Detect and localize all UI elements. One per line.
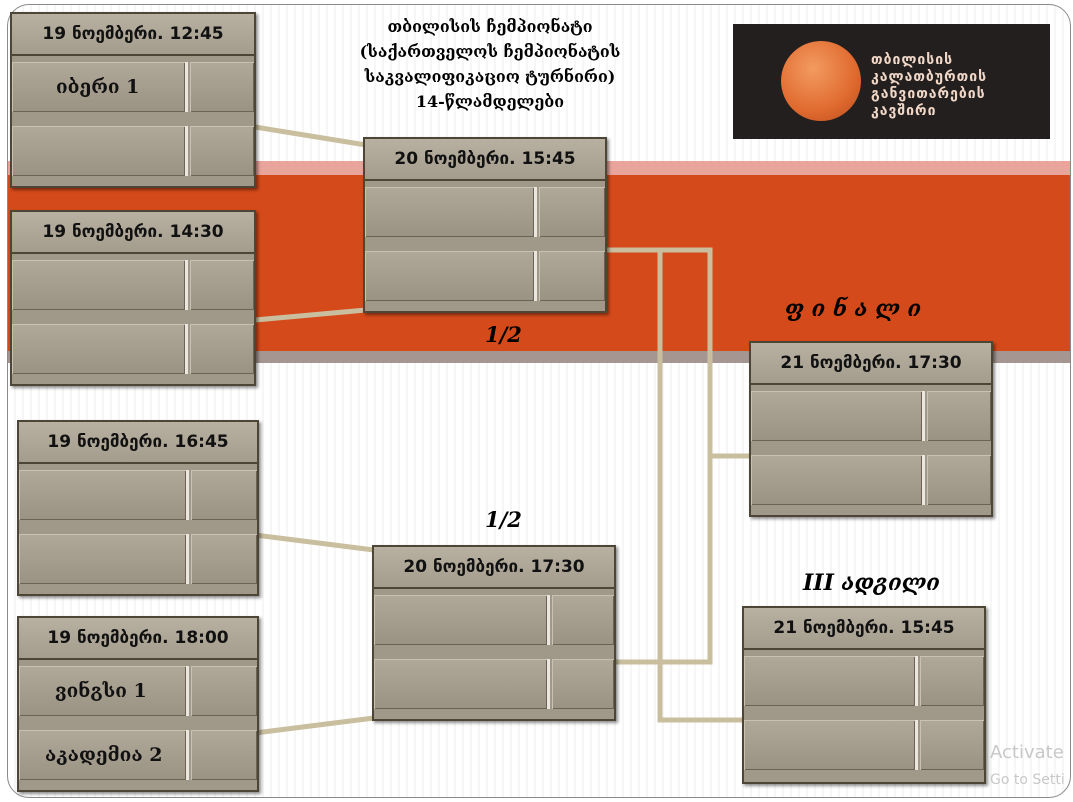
team-name	[12, 126, 188, 176]
team-score	[539, 251, 605, 301]
connector-m1-s1	[254, 124, 367, 148]
match-date: 19 ნოემბერი. 18:00	[19, 618, 257, 660]
title-line-4: 14-წლამდელები	[415, 92, 565, 111]
team-row	[744, 717, 984, 773]
match-box-m1: 19 ნოემბერი. 12:45 იბერი 1	[10, 12, 256, 188]
match-box-third: 21 ნოემბერი. 15:45	[742, 606, 986, 784]
team-score	[191, 470, 257, 520]
team-name: აკადემია 2	[19, 730, 189, 780]
team-score	[190, 126, 254, 176]
team-name	[374, 595, 550, 645]
title-line-1: თბილისის ჩემპიონატი	[387, 17, 593, 36]
logo-line-3: განვითარების	[871, 86, 986, 102]
connector-s2-final	[614, 456, 713, 665]
team-score	[190, 260, 254, 310]
team-name: იბერი 1	[12, 62, 188, 112]
team-name	[12, 260, 188, 310]
logo-line-1: თბილისის	[871, 52, 954, 68]
tournament-title: თბილისის ჩემპიონატი (საქართველოს ჩემპიონ…	[355, 14, 625, 114]
match-box-m4: 19 ნოემბერი. 18:00 ვინგსი 1 აკადემია 2	[17, 616, 259, 792]
team-row	[374, 656, 614, 712]
team-score	[191, 666, 257, 716]
team-score	[191, 730, 257, 780]
team-row	[365, 184, 605, 240]
team-row	[19, 467, 257, 523]
connector-m3-s2	[254, 532, 375, 553]
team-name	[365, 187, 537, 237]
team-name	[12, 324, 188, 374]
logo-text: თბილისის კალათბურთის განვითარების კავშირ…	[871, 52, 987, 120]
team-row	[12, 321, 254, 377]
match-box-m3: 19 ნოემბერი. 16:45	[17, 420, 259, 596]
team-name	[365, 251, 537, 301]
team-name	[744, 656, 918, 706]
final-label: ფ ი ნ ა ლ ი	[785, 296, 922, 322]
team-score	[190, 62, 254, 112]
team-row	[374, 592, 614, 648]
team-score	[190, 324, 254, 374]
team-row	[751, 452, 991, 508]
title-line-2: (საქართველოს ჩემპიონატის	[359, 42, 621, 61]
team-name	[744, 720, 918, 770]
team-row	[751, 388, 991, 444]
team-score	[539, 187, 605, 237]
team-name	[751, 455, 925, 505]
connector-m4-s2	[254, 715, 375, 736]
team-score	[920, 720, 984, 770]
match-date: 21 ნოემბერი. 15:45	[744, 608, 984, 650]
match-box-s1: 20 ნოემბერი. 15:45	[363, 137, 607, 313]
connector-s1-final	[606, 247, 752, 459]
team-name	[19, 534, 189, 584]
third-place-label: III ადგილი	[803, 570, 940, 596]
title-line-3: საკვალიფიკაციო ტურნირი)	[364, 67, 616, 86]
team-row	[365, 248, 605, 304]
team-score	[920, 656, 984, 706]
team-score	[191, 534, 257, 584]
team-score	[552, 595, 614, 645]
team-score	[927, 455, 991, 505]
team-row: აკადემია 2	[19, 727, 257, 783]
logo-line-2: კალათბურთის	[871, 69, 988, 85]
match-date: 19 ნოემბერი. 16:45	[19, 422, 257, 464]
logo-line-4: კავშირი	[871, 103, 937, 119]
activation-watermark-sub: Go to Setti	[990, 772, 1065, 788]
team-name	[19, 470, 189, 520]
match-box-m2: 19 ნოემბერი. 14:30	[10, 210, 256, 386]
match-box-final: 21 ნოემბერი. 17:30	[749, 341, 993, 517]
match-box-s2: 20 ნოემბერი. 17:30	[372, 545, 616, 721]
team-row	[12, 257, 254, 313]
activation-watermark: Activate	[990, 742, 1064, 763]
federation-logo: თბილისის კალათბურთის განვითარების კავშირ…	[733, 24, 1050, 139]
semifinal-label-1: 1/2	[485, 322, 522, 347]
match-date: 19 ნოემბერი. 12:45	[12, 14, 254, 56]
team-row	[12, 123, 254, 179]
semifinal-label-2: 1/2	[485, 507, 522, 532]
team-row	[744, 653, 984, 709]
team-score	[927, 391, 991, 441]
team-name	[374, 659, 550, 709]
team-row: ვინგსი 1	[19, 663, 257, 719]
match-date: 21 ნოემბერი. 17:30	[751, 343, 991, 385]
basketball-icon	[781, 41, 861, 121]
team-score	[552, 659, 614, 709]
connector-s1-third	[657, 250, 746, 723]
team-name: ვინგსი 1	[19, 666, 189, 716]
connector-m2-s1	[254, 307, 367, 323]
team-name	[751, 391, 925, 441]
team-row: იბერი 1	[12, 59, 254, 115]
match-date: 20 ნოემბერი. 17:30	[374, 547, 614, 589]
match-date: 19 ნოემბერი. 14:30	[12, 212, 254, 254]
match-date: 20 ნოემბერი. 15:45	[365, 139, 605, 181]
team-row	[19, 531, 257, 587]
